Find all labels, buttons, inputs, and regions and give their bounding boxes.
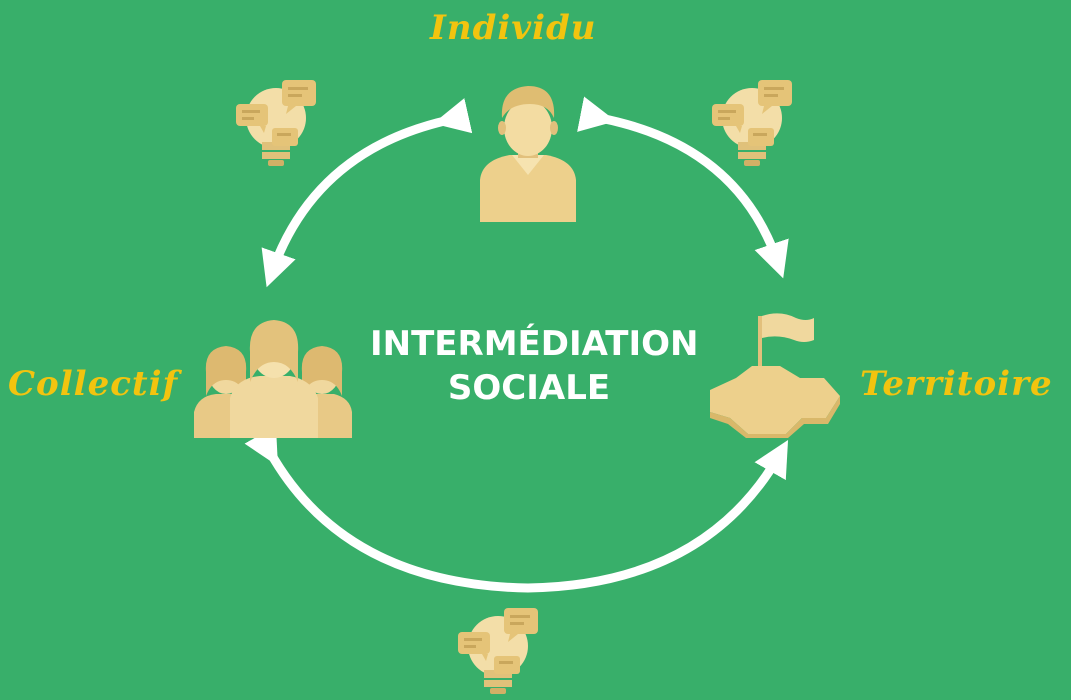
group-icon (194, 320, 352, 438)
lightbulb-chat-icon (712, 80, 792, 166)
person-icon (480, 86, 576, 222)
territory-flag-icon (710, 313, 840, 438)
center-title-line2: SOCIALE (447, 368, 611, 408)
collectif-label: Collectif (8, 364, 179, 404)
arrow-individu-territoire (577, 96, 789, 279)
lightbulb-chat-icon (236, 80, 316, 166)
arrow-collectif-territoire (244, 425, 789, 593)
lightbulb-chat-icon (458, 608, 538, 694)
center-title: INTERMÉDIATION SOCIALE (370, 322, 699, 410)
center-title-line1: INTERMÉDIATION (370, 324, 699, 364)
territoire-label: Territoire (860, 364, 1053, 404)
arrow-individu-collectif (261, 98, 473, 288)
individu-label: Individu (430, 8, 597, 48)
